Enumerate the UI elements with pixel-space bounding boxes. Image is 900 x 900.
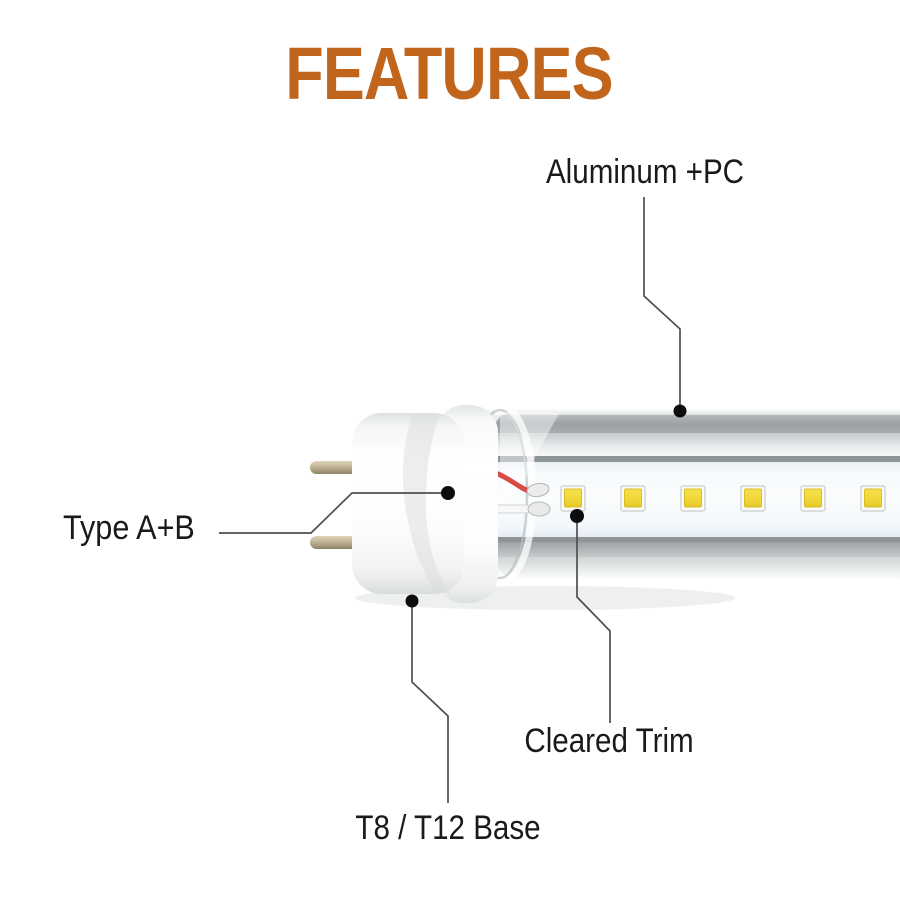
red-wire-connector (526, 482, 550, 498)
callout-dot-cleared-trim (570, 509, 584, 523)
bi-pin-bottom (310, 536, 358, 549)
tube-body (479, 409, 900, 580)
callout-line-type-ab (219, 492, 441, 534)
led-chip-row (560, 485, 886, 512)
led-chip (800, 485, 826, 512)
end-cap-shading (402, 414, 450, 593)
callout-line-t8-t12-base (411, 607, 449, 803)
callout-line-cleared-trim (576, 523, 611, 723)
callout-label-type-ab: Type A+B (63, 509, 195, 547)
tube-bottom-band (479, 542, 900, 557)
callout-label-cleared-trim: Cleared Trim (524, 722, 694, 760)
tube-reflection-band (479, 433, 900, 456)
heatsink-top-line (479, 456, 900, 462)
callout-dots (405, 404, 687, 608)
callout-dot-t8-t12-base (405, 594, 419, 608)
led-chip (860, 485, 886, 512)
led-chip (560, 485, 586, 512)
callout-dot-type-ab (441, 486, 455, 500)
callout-label-t8-t12-base: T8 / T12 Base (355, 809, 541, 847)
callout-lines (219, 197, 681, 803)
callout-dot-aluminum-pc (673, 404, 687, 418)
tube-top-rim (479, 409, 900, 418)
callout-line-aluminum-pc (643, 197, 681, 405)
led-chip (620, 485, 646, 512)
tube-top-band (479, 415, 900, 433)
heatsink-bottom-line (479, 537, 900, 542)
tube-bottom-rim (479, 557, 900, 580)
led-chip (740, 485, 766, 512)
led-chip (680, 485, 706, 512)
page-title-text: FEATURES (285, 32, 613, 115)
glass-end-rim (479, 409, 529, 580)
page-title: FEATURES (256, 32, 641, 115)
white-wire-connector (527, 501, 551, 517)
callout-label-aluminum-pc: Aluminum +PC (545, 153, 745, 191)
glass-reflection (500, 412, 560, 500)
bi-pin-top (310, 461, 358, 474)
